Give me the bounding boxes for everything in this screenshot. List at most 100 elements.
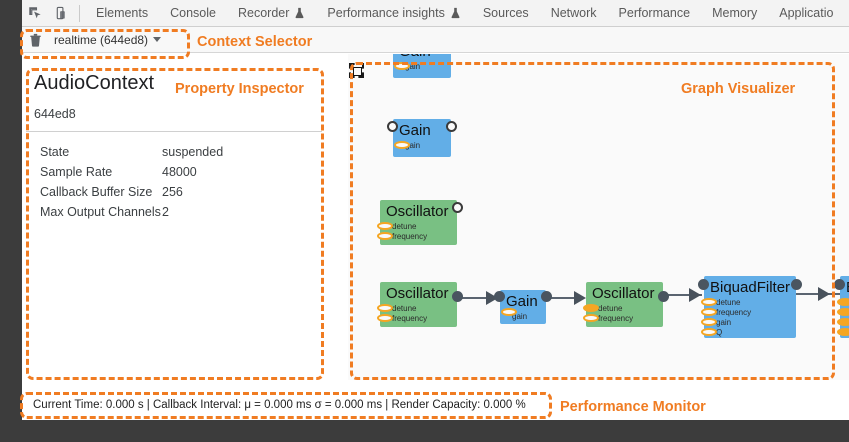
property-key: Max Output Channels [40, 205, 161, 219]
node-param-gain: gain [405, 141, 421, 150]
node-param-q: Q [716, 328, 723, 337]
param-port-q[interactable] [701, 328, 717, 336]
input-port[interactable] [494, 291, 505, 302]
graph-selection-handle[interactable] [349, 63, 364, 78]
output-port[interactable] [658, 291, 669, 302]
tab-applicatio[interactable]: Applicatio [768, 0, 844, 27]
performance-monitor-text: Current Time: 0.000 s | Callback Interva… [33, 399, 526, 411]
context-id-label: 644ed8 [34, 107, 76, 121]
audio-node-gain-top[interactable]: Gain gain [393, 54, 451, 78]
audio-node-oscillator-3[interactable]: Oscillator detune frequency [583, 282, 669, 327]
input-port[interactable] [387, 121, 398, 132]
property-value: suspended [162, 145, 224, 159]
tab-recorder[interactable]: Recorder [227, 0, 316, 27]
node-param-frequency: frequency [598, 314, 634, 323]
tab-console[interactable]: Console [159, 0, 227, 27]
param-port-gain[interactable] [394, 141, 410, 149]
node-title: BiquadFilter [710, 279, 791, 296]
param-port-gain[interactable] [701, 318, 717, 326]
node-title: Gain [506, 293, 538, 310]
annotation-label-property-inspector: Property Inspector [175, 81, 304, 97]
output-port[interactable] [791, 279, 802, 290]
param-port-frequency[interactable] [377, 232, 393, 240]
property-value: 48000 [162, 165, 197, 179]
tab-label: Console [170, 6, 216, 20]
annotation-label-performance-monitor: Performance Monitor [560, 399, 706, 415]
output-port[interactable] [452, 291, 463, 302]
tab-memory[interactable]: Memory [701, 0, 768, 27]
graph-visualizer-canvas[interactable]: Gain gain Gain gain Oscillator detune fr… [348, 54, 849, 380]
param-port-detune[interactable] [583, 304, 599, 312]
divider [26, 131, 322, 132]
audio-node-gain-2[interactable]: Gain gain [387, 119, 457, 157]
param-port-frequency[interactable] [583, 314, 599, 322]
node-param-frequency: frequency [392, 232, 428, 241]
context-selector-dropdown[interactable]: realtime (644ed8) [48, 30, 167, 50]
node-param-detune: detune [598, 304, 623, 313]
tab-elements[interactable]: Elements [85, 0, 159, 27]
param-port-gain[interactable] [501, 308, 517, 316]
param-port-frequency[interactable] [837, 308, 849, 316]
output-port[interactable] [446, 121, 457, 132]
inspect-element-icon[interactable] [22, 0, 48, 26]
audio-node-oscillator-2[interactable]: Oscillator detune frequency [377, 282, 463, 327]
property-value: 2 [162, 205, 169, 219]
audio-node-gain-3[interactable]: Gain gain [494, 290, 552, 325]
param-port-frequency[interactable] [701, 308, 717, 316]
param-port-frequency[interactable] [377, 314, 393, 322]
tab-performance-insights[interactable]: Performance insights [316, 0, 471, 27]
tab-sources[interactable]: Sources [472, 0, 540, 27]
param-port-detune[interactable] [701, 298, 717, 306]
tab-performance[interactable]: Performance [608, 0, 702, 27]
property-key: Callback Buffer Size [40, 185, 153, 199]
trash-icon[interactable] [22, 27, 48, 53]
page-title: AudioContext [34, 72, 155, 94]
param-port-detune[interactable] [377, 304, 393, 312]
left-gutter [0, 0, 22, 442]
node-param-gain: gain [405, 62, 421, 71]
audio-node-oscillator-1[interactable]: Oscillator detune frequency [377, 200, 463, 245]
node-param-frequency: frequency [392, 314, 428, 323]
param-port-detune[interactable] [377, 222, 393, 230]
experiment-flask-icon [450, 7, 461, 19]
node-param-gain: gain [512, 312, 528, 321]
node-params: detune frequency [380, 304, 457, 327]
node-params: gain [500, 312, 546, 325]
tab-label: Performance insights [327, 6, 445, 20]
audio-node-biquadfilter-2[interactable]: B de fre ga Q [834, 276, 849, 338]
param-port-detune[interactable] [837, 298, 849, 306]
input-port[interactable] [698, 279, 709, 290]
chevron-down-icon [153, 37, 162, 42]
property-row: Callback Buffer Size 256 [40, 182, 322, 202]
node-param-detune: detune [716, 298, 741, 307]
output-port[interactable] [452, 202, 463, 213]
node-params: gain [393, 141, 451, 154]
param-port-gain[interactable] [394, 62, 410, 70]
bottom-strip [0, 420, 849, 442]
arrow-osc3-biquad1 [689, 288, 701, 302]
tab-network[interactable]: Network [540, 0, 608, 27]
tabbar-divider [79, 4, 80, 22]
property-key: State [40, 145, 70, 159]
output-port[interactable] [541, 291, 552, 302]
edge-osc3-biquad1 [660, 294, 702, 296]
node-params: detune frequency [380, 222, 457, 245]
node-param-frequency: frequency [716, 308, 752, 317]
audio-node-biquadfilter-1[interactable]: BiquadFilter detune frequency gain Q [698, 276, 802, 341]
param-port-q[interactable] [837, 328, 849, 336]
node-title: Oscillator [386, 285, 449, 302]
node-param-detune: detune [392, 304, 417, 313]
input-port[interactable] [834, 279, 845, 290]
tab-label: Memory [712, 6, 758, 20]
node-params: detune frequency gain Q [704, 298, 796, 341]
param-port-gain[interactable] [837, 318, 849, 326]
node-title: Gain [393, 54, 451, 62]
device-toolbar-icon[interactable] [48, 0, 74, 26]
property-value: 256 [162, 185, 183, 199]
tab-label: Recorder [237, 6, 290, 20]
node-params: gain [393, 62, 451, 75]
